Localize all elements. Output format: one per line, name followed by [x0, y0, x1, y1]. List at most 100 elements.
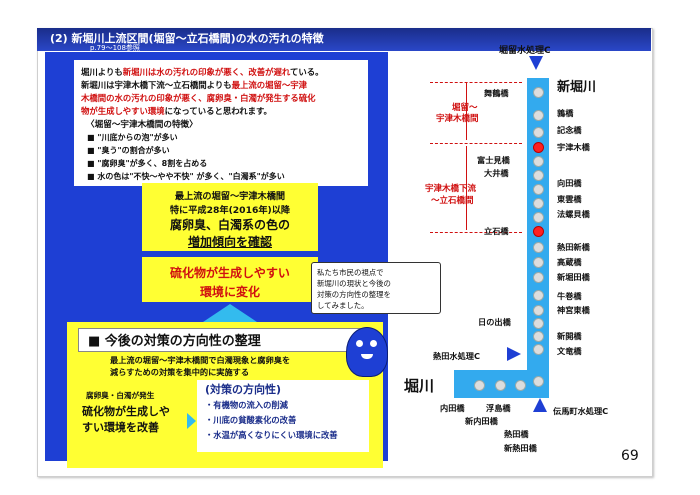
bridge-dot	[533, 376, 544, 387]
speech-line-1: 私たち市民の視点で	[317, 268, 384, 277]
page-reference: p.79〜108参照	[90, 44, 140, 52]
river-name-hori: 堀川	[404, 377, 435, 395]
inflow-arrow-icon	[507, 347, 521, 361]
shinhori-river	[527, 78, 549, 398]
bridge-label-atsuta: 熱田橋	[504, 429, 529, 439]
bridge-dot	[533, 257, 544, 268]
bridge-dot	[515, 380, 526, 391]
right-arrow-icon	[187, 413, 196, 429]
bridge-dot	[533, 127, 544, 138]
bridge-dot	[533, 212, 544, 223]
bridge-label-tateishi: 立石橋	[484, 226, 509, 236]
speech-line-4: してみました。	[317, 301, 369, 310]
bridge-dot	[533, 110, 544, 121]
measures-title-bar	[78, 328, 368, 352]
bridge-label: 高蔵橋	[557, 257, 582, 267]
bridge-dot	[495, 380, 506, 391]
bridge-label-shinatsuta: 新熱田橋	[504, 443, 537, 453]
bridge-label: 向田橋	[557, 178, 582, 188]
bridge-dot	[533, 87, 544, 98]
speech-line-2: 新堀川の現状と今後の	[317, 279, 391, 288]
bridge-dot	[533, 198, 544, 209]
findings-line-1: 最上流の堀留〜宇津木橋間	[174, 191, 286, 202]
bridge-dot	[533, 184, 544, 195]
intro-line-2: 新堀川は宇津木橋下流〜立石橋間よりも最上流の堀留〜宇津	[81, 79, 307, 91]
bridge-dot	[533, 331, 544, 342]
feature-item: "臭う"の割合が多い	[87, 145, 169, 156]
feature-item: "腐卵臭"が多く、8割を占める	[87, 158, 207, 169]
conclusion-line-2: 環境に変化	[199, 285, 260, 299]
page-number: 69	[621, 448, 639, 464]
intro-line-3: 木橋間の水の汚れの印象が悪く、腐卵臭・白濁が発生する硫化	[81, 93, 316, 103]
section-divider-line	[430, 143, 522, 144]
inflow-arrow-icon	[533, 398, 547, 412]
bridge-label: 文竜橋	[557, 346, 582, 356]
bridge-label-oide: 大井橋	[484, 168, 509, 178]
measures-desc-1: 最上流の堀留〜宇津木橋間で白濁現象と腐卵臭を	[110, 355, 291, 365]
intro-line-4: 物が生成しやすい環境になっていると思われます。	[81, 105, 272, 117]
direction-title: (対策の方向性)	[205, 383, 282, 396]
section-1-label-b: 宇津木橋間	[436, 114, 479, 124]
bridge-label-maizuru: 舞鶴橋	[484, 88, 509, 98]
bridge-label: 熱田新橋	[557, 242, 590, 252]
direction-item: ・水温が高くなりにくい環境に改善	[205, 430, 338, 440]
direction-box	[197, 380, 369, 452]
bridge-label: 記念橋	[557, 125, 582, 135]
section-1-bracket	[466, 82, 467, 140]
speech-bubble	[311, 262, 441, 314]
bridge-label: 新堀田橋	[557, 272, 590, 282]
slide-title: (2) 新堀川上流区間(堀留〜立石橋間)の水の汚れの特徴	[50, 32, 324, 45]
mascot-icon	[346, 327, 388, 377]
bridge-label-hinode: 日の出橋	[478, 317, 511, 327]
bridge-label-uchida: 内田橋	[440, 403, 465, 413]
bridge-label: 牛巻橋	[557, 291, 582, 301]
monitoring-dot	[533, 226, 544, 237]
intro-text: 堀川よりも	[81, 67, 123, 77]
findings-box	[142, 183, 318, 251]
intro-highlight: 最上流の堀留〜宇津	[231, 80, 307, 90]
section-2-label-a: 宇津木橋下流	[425, 184, 477, 194]
intro-highlight: 物が生成しやすい環境	[81, 106, 165, 116]
bridge-dot	[533, 272, 544, 283]
small-big-2: すい環境を改善	[82, 421, 159, 434]
bridge-label: 新開橋	[557, 331, 582, 341]
bridge-dot	[533, 242, 544, 253]
section-1-top-line	[430, 82, 522, 83]
bridge-dot	[533, 156, 544, 167]
intro-line-1: 堀川よりも新堀川は水の汚れの印象が悪く、改善が遅れている。	[81, 66, 323, 78]
measures-desc-2: 減らすための対策を集中的に実施する	[110, 367, 250, 377]
direction-item: ・川底の貧酸素化の改善	[205, 415, 297, 425]
bridge-dot	[533, 290, 544, 301]
inflow-arrow-icon	[529, 56, 543, 70]
river-name-shinhori: 新堀川	[557, 80, 597, 95]
bridge-label-ukishima: 浮島橋	[486, 403, 511, 413]
small-label: 腐卵臭・白濁が発生	[86, 391, 155, 400]
bridge-label: 神宮東橋	[557, 305, 590, 315]
features-title: 〈堀留〜宇津木橋間の特徴〉	[86, 120, 198, 130]
monitoring-dot	[533, 142, 544, 153]
bridge-dot	[533, 344, 544, 355]
findings-line-3: 腐卵臭、白濁系の色の	[169, 218, 290, 232]
bridge-label-fujimi: 富士見橋	[477, 155, 510, 165]
bridge-label: 法螺貝橋	[557, 209, 590, 219]
plant-denma-label: 伝馬町水処理C	[553, 406, 609, 416]
measures-title: ■ 今後の対策の方向性の整理	[88, 334, 261, 349]
speech-line-3: 対策の方向性の整理を	[317, 290, 391, 299]
title-band	[37, 28, 651, 51]
feature-item: 水の色は"不快〜やや不快" が多く、"白濁系"が多い	[87, 171, 284, 182]
intro-highlight: 新堀川は水の汚れの印象が悪く、改善が遅れ	[122, 67, 290, 77]
bridge-label: 東雲橋	[557, 194, 582, 204]
section-2-label-b: 〜立石橋間	[431, 196, 474, 206]
bridge-dot	[533, 170, 544, 181]
bridge-label-shinuchida: 新内田橋	[465, 416, 498, 426]
bridge-dot	[533, 305, 544, 316]
feature-item: "川底からの泡"が多い	[87, 132, 177, 143]
small-big-1: 硫化物が生成しや	[82, 405, 170, 418]
intro-text: 新堀川は宇津木橋下流〜立石橋間よりも	[81, 80, 232, 90]
conclusion-box	[142, 257, 318, 302]
section-2-bottom-line	[430, 232, 522, 233]
section-1-label-a: 堀留〜	[452, 103, 478, 113]
bridge-dot	[533, 318, 544, 329]
bridge-dot	[474, 380, 485, 391]
findings-line-2: 特に平成28年(2016年)以降	[169, 205, 291, 216]
